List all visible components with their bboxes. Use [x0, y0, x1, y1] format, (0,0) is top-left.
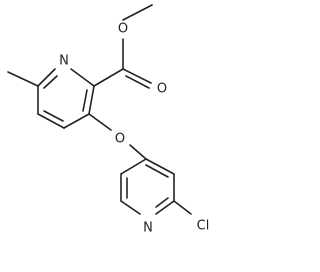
- bond-c2-c3: [88, 85, 95, 115]
- bond-ether-o-c4prime: [129, 144, 147, 160]
- atom-label-cl: Cl: [197, 219, 210, 234]
- atom-label-o-carbonyl: O: [157, 82, 167, 97]
- bond-layer: [7, 4, 192, 215]
- bond-n-bottom-c2prime: [155, 200, 175, 215]
- bond-c3prime-c4prime-inner: [145, 164, 169, 178]
- bond-c6-methyl: [7, 71, 39, 87]
- atom-label-layer: N O O O N Cl: [59, 22, 209, 236]
- bond-c4-c5: [37, 113, 65, 129]
- bond-c3-ether-o: [88, 113, 112, 131]
- bond-ester-o-methyl: [122, 4, 153, 21]
- bond-c3-c4: [63, 113, 90, 129]
- bond-n-bottom-c2prime-inner: [155, 197, 169, 208]
- bond-n-top-c2: [70, 68, 95, 87]
- atom-label-o-ether: O: [115, 132, 125, 147]
- atom-label-n-bottom: N: [143, 221, 153, 236]
- bond-c6prime-n-bottom: [120, 200, 141, 215]
- bond-c3prime-c4prime: [145, 158, 175, 175]
- bond-c6-n-inner: [43, 75, 58, 89]
- bond-c2prime-cl: [173, 200, 192, 215]
- structure-diagram: N O O O N Cl: [7, 4, 209, 236]
- bond-ester-c-o-double-1: [122, 68, 152, 84]
- bond-c6-n-top: [37, 68, 56, 87]
- bond-c2-ester-carbon: [93, 68, 124, 87]
- atom-label-n-top: N: [59, 54, 69, 69]
- bond-c4prime-c5prime: [120, 158, 147, 175]
- bond-ester-c-o-double-2: [125, 75, 150, 89]
- bond-c4-c5-inner: [43, 110, 64, 122]
- bond-c2-c3-inner: [82, 89, 88, 112]
- atom-label-o-ester: O: [118, 22, 128, 37]
